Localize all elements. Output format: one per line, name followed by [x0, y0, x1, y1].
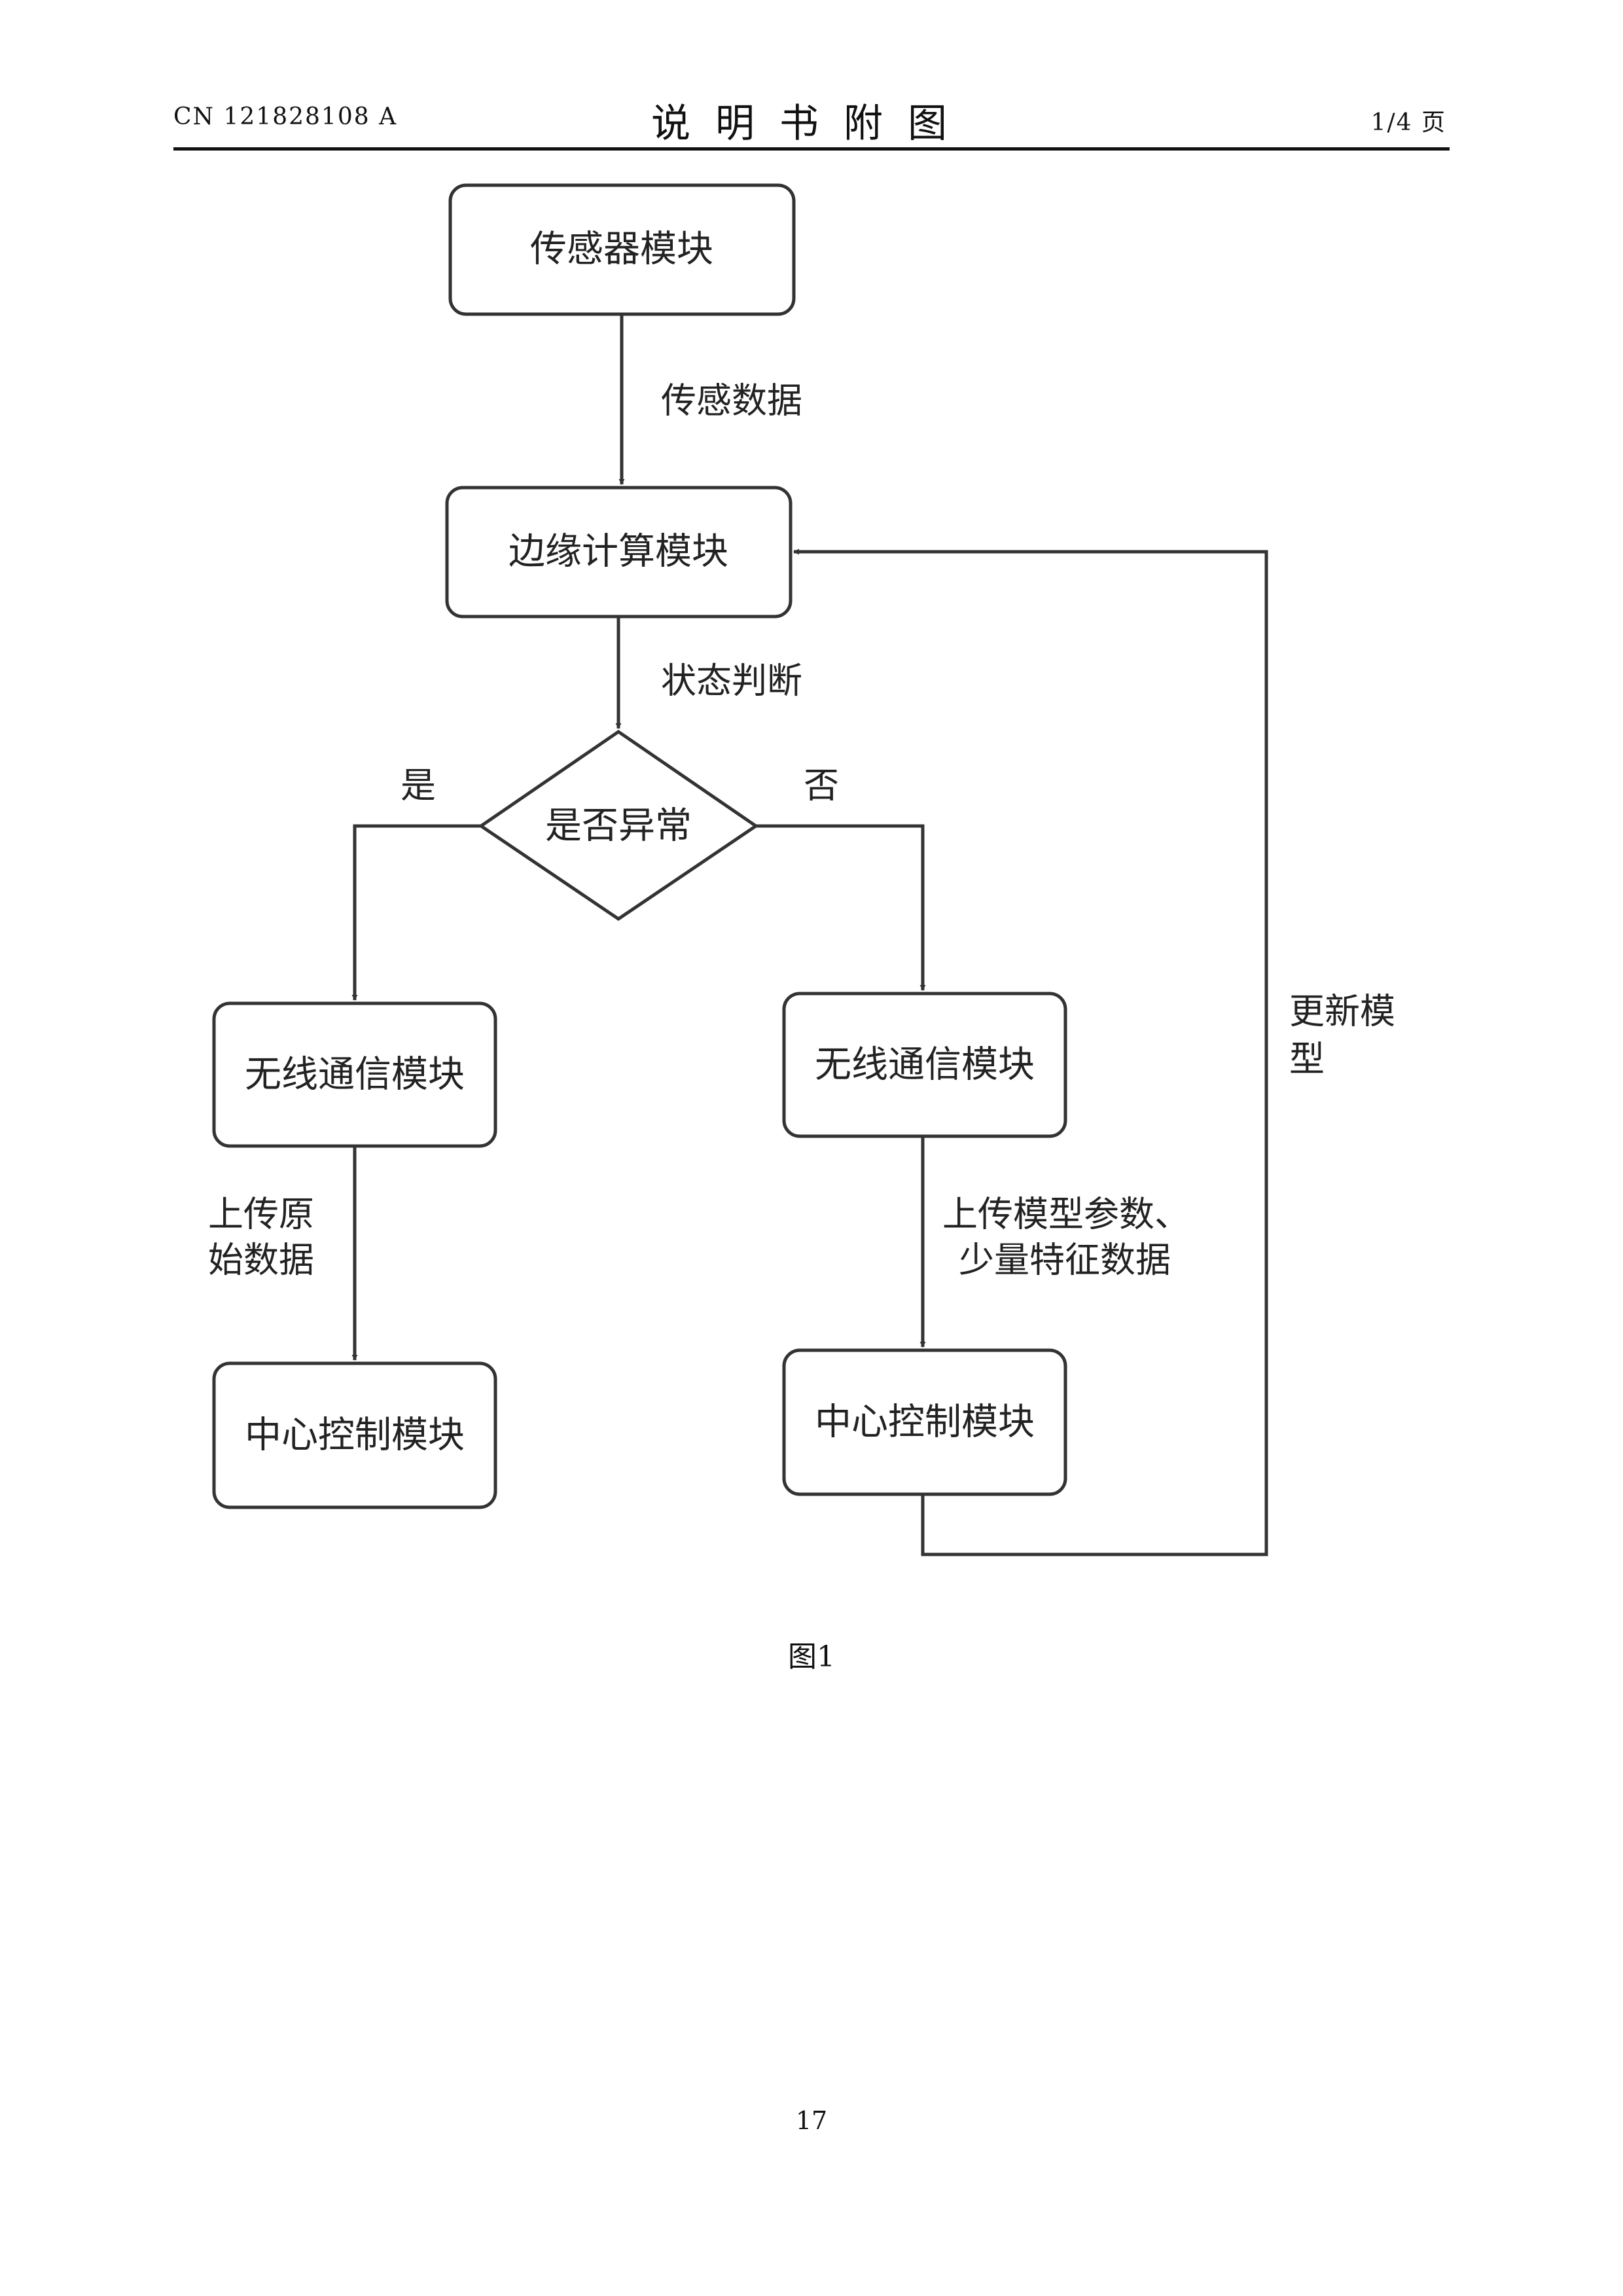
upload-params-label-line2: 少量特征数据: [959, 1240, 1171, 1281]
upload-params-label-line1: 上传模型参数、: [942, 1194, 1190, 1235]
sensor-module-label: 传感器模块: [530, 228, 713, 271]
figure-caption: 图1: [0, 1633, 1623, 1675]
sensor-data-label: 传感数据: [661, 380, 802, 422]
flowchart: 传感器模块 边缘计算模块 是否异常 无线通信模块 无线通信模块 中心控制模块 中…: [0, 0, 1623, 1623]
upload-raw-data-label-line2: 始数据: [208, 1240, 314, 1281]
anomaly-decision-label: 是否异常: [545, 805, 692, 848]
wireless-module-left-label: 无线通信模块: [245, 1054, 465, 1096]
edge-computing-module-label: 边缘计算模块: [508, 531, 728, 573]
wireless-module-right-label: 无线通信模块: [815, 1044, 1035, 1086]
central-control-module-right-label: 中心控制模块: [815, 1401, 1035, 1444]
update-model-label-line2: 型: [1289, 1039, 1325, 1080]
page-number: 17: [0, 2106, 1623, 2135]
update-model-label-line1: 更新模: [1289, 991, 1395, 1032]
no-branch-label: 否: [804, 765, 839, 806]
no-branch-arrow: [756, 826, 923, 990]
state-judgment-label: 状态判断: [661, 660, 802, 702]
central-control-module-left-label: 中心控制模块: [245, 1414, 465, 1457]
yes-branch-label: 是: [401, 765, 436, 806]
yes-branch-arrow: [355, 826, 481, 1000]
upload-raw-data-label-line1: 上传原: [208, 1194, 314, 1235]
